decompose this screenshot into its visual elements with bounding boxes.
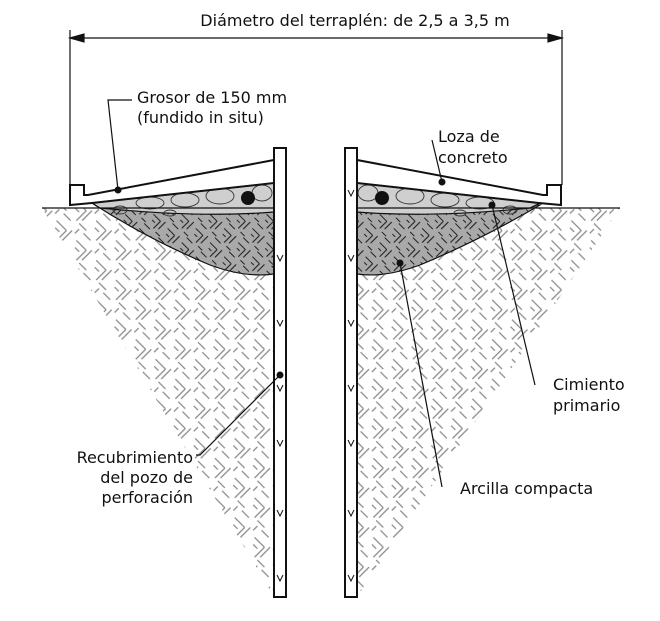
soil-left <box>42 208 274 597</box>
casing-label-2: del pozo de <box>100 468 193 487</box>
slab-label-1: Loza de <box>438 127 500 146</box>
casing-label-3: perforación <box>101 488 193 507</box>
footing-label-2: primario <box>553 396 620 415</box>
clay-label: Arcilla compacta <box>460 479 593 498</box>
footing-label-1: Cimiento <box>553 375 625 394</box>
casing-label-1: Recubrimiento <box>77 448 193 467</box>
thickness-label-1: Grosor de 150 mm <box>137 88 287 107</box>
diameter-dimension <box>67 30 565 185</box>
compact-clay-left <box>92 204 275 276</box>
compact-clay-right <box>356 204 543 276</box>
diameter-label: Diámetro del terraplén: de 2,5 a 3,5 m <box>200 11 509 30</box>
slab-label-2: concreto <box>438 148 508 167</box>
casing-right <box>344 147 358 598</box>
thickness-label-2: (fundido in situ) <box>137 108 264 127</box>
soil-right <box>357 208 620 597</box>
gravel-left <box>90 182 275 215</box>
